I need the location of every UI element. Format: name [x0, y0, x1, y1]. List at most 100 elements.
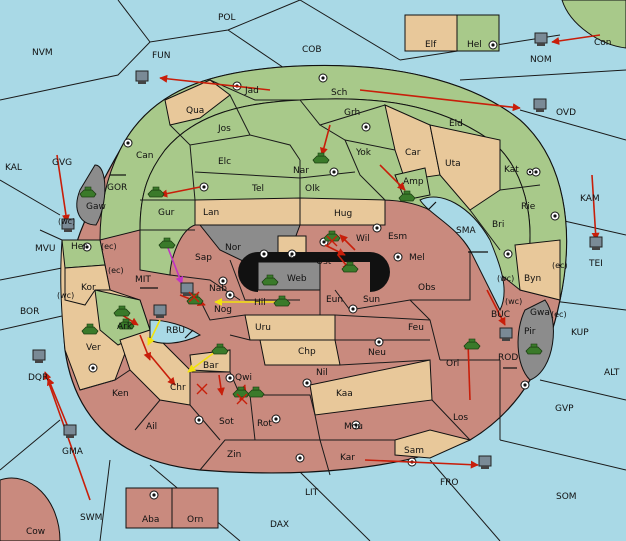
label-esm: Esm [388, 232, 407, 242]
label-jad: Jad [244, 86, 259, 96]
label-ost: Ost [316, 257, 332, 267]
label-eld: Eld [449, 119, 463, 129]
label-grh: Grh [344, 108, 360, 118]
label-con: Con [594, 38, 612, 48]
label-gor: GOR [107, 183, 127, 193]
label-pir: Pir [524, 327, 536, 337]
tag-gwa-ec: (ec) [551, 310, 567, 319]
label-bor: BOR [20, 307, 39, 317]
label-kup: KUP [571, 328, 589, 338]
label-elf: Elf [425, 40, 437, 50]
label-wil: Wil [356, 234, 370, 244]
label-kal: KAL [5, 163, 22, 173]
label-mit: MIT [135, 275, 151, 285]
label-gaw: Gaw [86, 202, 106, 212]
label-sun: Sun [363, 295, 380, 305]
label-sma: SMA [456, 226, 476, 236]
label-nvm: NVM [32, 48, 53, 58]
label-byn: Byn [524, 274, 541, 284]
label-kat: Kat [504, 165, 519, 175]
land-labels: Elf Hel Jad Sch Qua Jos Grh Eld Can Nar … [71, 40, 550, 525]
label-ark: Ark [117, 322, 133, 332]
label-kam: KAM [580, 194, 600, 204]
region-sam[interactable] [394, 429, 472, 459]
region-byn[interactable] [514, 239, 561, 301]
label-los: Los [453, 413, 468, 423]
blackhole-right [370, 252, 390, 292]
label-elc: Elc [218, 157, 231, 167]
tag-gwa-wc: (wc) [505, 297, 522, 306]
label-web: Web [287, 274, 307, 284]
label-rod: ROD [498, 353, 518, 363]
tag-kor-ec: (ec) [108, 266, 124, 275]
coast-arrows [110, 174, 517, 369]
supply-centers [82, 40, 560, 500]
label-can: Can [136, 151, 154, 161]
label-nor: Nor [225, 243, 241, 253]
region-pir[interactable] [517, 299, 554, 381]
tag-kor-wc: (wc) [57, 291, 74, 300]
label-bri: Bri [492, 220, 504, 230]
label-car: Car [405, 148, 421, 158]
label-mou: Mou [344, 422, 363, 432]
label-som: SOM [556, 492, 577, 502]
label-lit: LIT [305, 488, 319, 498]
blackhole-left [238, 252, 258, 292]
lake-sma [419, 196, 505, 312]
label-chp: Chp [298, 347, 316, 357]
label-her: Her [71, 242, 87, 252]
label-obs: Obs [418, 283, 436, 293]
label-qwi: Qwi [235, 373, 252, 383]
tag-byn-wc: (wc) [497, 274, 514, 283]
dislodge-marks [188, 235, 338, 405]
label-amp: Amp [403, 177, 424, 187]
region-elf[interactable] [404, 14, 458, 52]
label-ken: Ken [112, 389, 129, 399]
internal-borders [79, 79, 541, 476]
label-kar: Kar [340, 453, 355, 463]
label-gma: GMA [62, 447, 84, 457]
region-orn[interactable] [171, 487, 219, 529]
label-nar: Nar [293, 166, 309, 176]
label-pol: POL [218, 13, 236, 23]
label-zin: Zin [227, 450, 241, 460]
label-nog: Nog [214, 305, 232, 315]
label-orl: Orl [446, 359, 459, 369]
tag-byn-ec: (ec) [552, 261, 568, 270]
label-hil: Hil [254, 298, 266, 308]
label-fro: FRO [440, 478, 459, 488]
label-feu: Feu [408, 323, 424, 333]
label-uru: Uru [255, 323, 271, 333]
sea-labels: POL NVM FUN COB NOM Con OVD KAL GVG GOR … [5, 13, 620, 537]
label-kor: Kor [81, 283, 96, 293]
lake-rbu [149, 319, 201, 344]
label-gvp: GVP [555, 404, 574, 414]
label-qua: Qua [186, 106, 204, 116]
label-ver: Ver [86, 343, 101, 353]
region-hug[interactable] [299, 197, 386, 226]
label-sam: Sam [404, 446, 424, 456]
label-nab: Nab [209, 284, 227, 294]
coast-tags: (wc) (ec) (ec) (wc) (wc) (ec) (wc) (ec) [57, 217, 568, 319]
region-uta[interactable] [429, 124, 501, 211]
label-hug: Hug [334, 209, 352, 219]
label-rbu: RBU [166, 326, 185, 336]
label-sot: Sot [219, 417, 234, 427]
label-gwa: Gwa [530, 308, 550, 318]
label-buc: BUC [491, 310, 510, 320]
label-gur: Gur [158, 208, 175, 218]
region-kor[interactable] [64, 264, 111, 306]
label-kaa: Kaa [336, 389, 353, 399]
label-cob: COB [302, 45, 322, 55]
label-lan: Lan [203, 208, 219, 218]
label-rot: Rot [257, 419, 272, 429]
label-uta: Uta [445, 159, 461, 169]
label-alt: ALT [604, 368, 620, 378]
label-chr: Chr [170, 383, 186, 393]
tag-gaw-wc: (wc) [58, 217, 75, 226]
label-olk: Olk [305, 184, 321, 194]
label-dqr: DQR [28, 373, 48, 383]
label-aba: Aba [142, 515, 159, 525]
label-jos: Jos [217, 124, 231, 134]
